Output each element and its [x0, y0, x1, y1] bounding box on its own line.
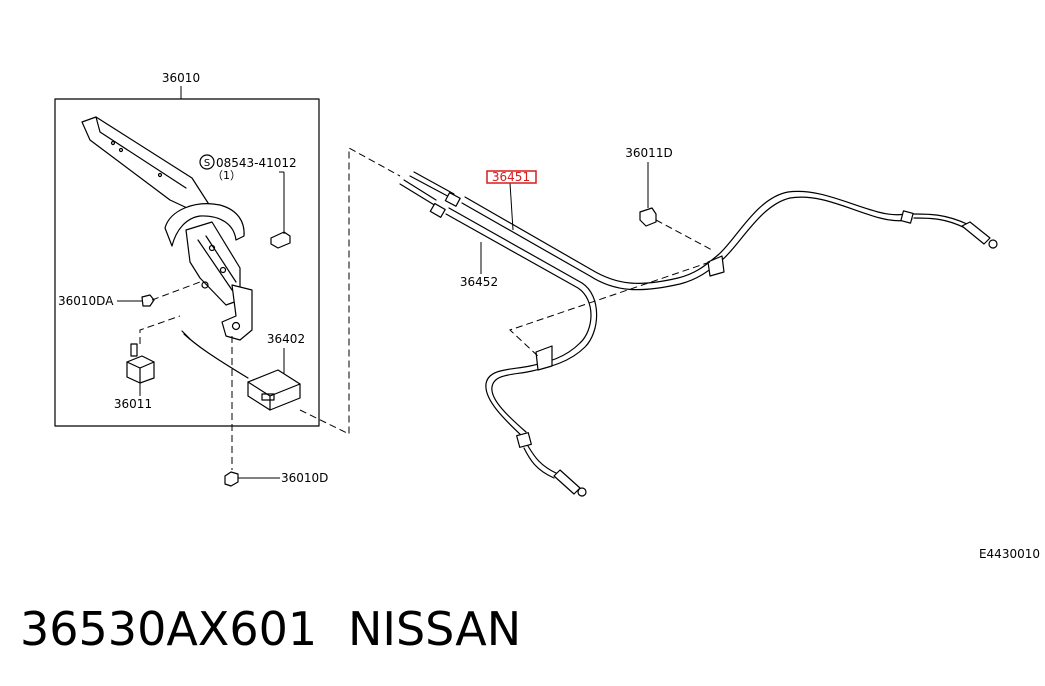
dash-bracket-front [655, 219, 713, 251]
label-36451[interactable]: 36451 [492, 170, 530, 184]
dash-bracket-rear [509, 261, 711, 359]
bolt-36011D [639, 162, 657, 227]
diagram-code: E4430010 [979, 547, 1040, 561]
label-36402[interactable]: 36402 [267, 332, 305, 346]
bolt-symbol-circle [199, 154, 215, 170]
label-36011[interactable]: 36011 [114, 397, 152, 411]
dash-nut-lever [151, 281, 201, 301]
brand-name: NISSAN [348, 602, 521, 656]
label-36010[interactable]: 36010 [162, 71, 200, 85]
cable-36451 [409, 171, 998, 291]
leader-36451 [509, 182, 514, 231]
dash-lever-to-cable [299, 147, 401, 435]
bolt-symbol: S [204, 158, 210, 169]
lever-assembly-box [54, 98, 320, 427]
label-36010DA[interactable]: 36010DA [58, 294, 114, 308]
part-number: 36530AX601 [20, 602, 317, 656]
nut-36010DA [117, 294, 155, 307]
cable-36452 [399, 179, 598, 497]
label-36010D[interactable]: 36010D [281, 471, 328, 485]
dash-switch [139, 315, 181, 344]
label-36452[interactable]: 36452 [460, 275, 498, 289]
label-08543-41012[interactable]: 08543-41012 [216, 156, 297, 170]
bolt-08543 [270, 171, 291, 249]
parking-brake-lever [81, 116, 253, 341]
bolt-qty: （1） [212, 169, 241, 182]
label-36011D[interactable]: 36011D [625, 146, 672, 160]
nut-36010D [224, 471, 280, 487]
switch-36011 [126, 343, 155, 396]
rod-36402 [181, 330, 301, 411]
highlight-36451 [486, 170, 537, 184]
